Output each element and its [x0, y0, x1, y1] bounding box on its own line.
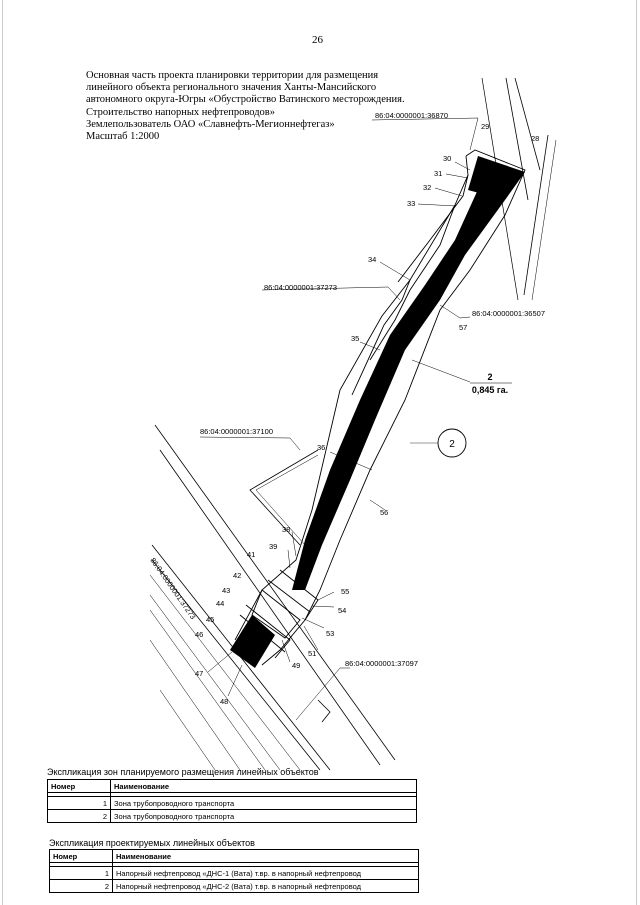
point-label: 28: [531, 134, 539, 143]
point-label: 34: [368, 255, 376, 264]
pipeline-corridor: [230, 156, 525, 668]
page-number: 26: [312, 34, 323, 46]
point-label: 54: [338, 606, 346, 615]
point-label: 53: [326, 629, 334, 638]
point-label: 35: [351, 334, 359, 343]
point-label: 33: [407, 199, 415, 208]
parcel-label: 86:04:0000001:37273: [264, 283, 337, 292]
point-label: 43: [222, 586, 230, 595]
point-label: 57: [459, 323, 467, 332]
point-label: 46: [195, 630, 203, 639]
parcel-label: 86:04:0000001:37100: [200, 427, 273, 436]
point-label: 41: [247, 550, 255, 559]
parcel-label-rotated: 86:04:0000001:37273: [148, 556, 197, 621]
table-row: 1 Напорный нефтепровод «ДНС-1 (Вата) т.в…: [49, 866, 419, 880]
point-label: 47: [195, 669, 203, 678]
row-name: Зона трубопроводного транспорта: [110, 809, 417, 823]
row-name: Напорный нефтепровод «ДНС-2 (Вата) т.вр.…: [112, 879, 419, 893]
table-row: 2 Зона трубопроводного транспорта: [47, 809, 417, 823]
point-labels: 28 29 30 31 32 33 34 35 36 37 38 39 41 4…: [195, 122, 539, 706]
table-row: 1 Зона трубопроводного транспорта: [47, 796, 417, 810]
point-label: 37: [317, 509, 325, 518]
table-header-row: Номер Наименование: [49, 849, 419, 863]
point-label: 45: [206, 615, 214, 624]
parcel-label: 86:04:0000001:37097: [345, 659, 418, 668]
table1: Номер Наименование 1 Зона трубопроводног…: [47, 779, 417, 823]
background-lines: [149, 77, 557, 771]
zone-boundaries: [234, 149, 526, 666]
point-label: 38: [282, 525, 290, 534]
zone-area: 0,845 га.: [472, 385, 508, 395]
header-line: линейного объекта регионального значения…: [86, 82, 377, 94]
header-line: Основная часть проекта планировки террит…: [86, 70, 379, 81]
zone-number: 2: [487, 372, 492, 382]
table-header-row: Номер Наименование: [47, 779, 417, 793]
point-label: 56: [380, 508, 388, 517]
row-name: Напорный нефтепровод «ДНС-1 (Вата) т.вр.…: [112, 866, 419, 880]
leader-lines: [199, 117, 479, 721]
table2-title: Экспликация проектируемых линейных объек…: [49, 838, 255, 848]
point-label: 31: [434, 169, 442, 178]
row-number: 1: [49, 866, 113, 880]
header-line: автономного округа-Югры «Обустройство Ва…: [86, 94, 405, 106]
point-label: 48: [220, 697, 228, 706]
parcel-label: 86:04:0000001:36507: [472, 309, 545, 318]
point-label: 42: [233, 571, 241, 580]
header-line: Строительство напорных нефтепроводов»: [86, 106, 276, 118]
page-edge-right: [636, 0, 637, 905]
header-line: Землепользователь ОАО «Славнефть-Мегионн…: [86, 118, 335, 130]
row-number: 2: [47, 809, 111, 823]
document-header: Основная часть проекта планировки террит…: [86, 70, 426, 143]
row-name: Зона трубопроводного транспорта: [110, 796, 417, 810]
column-header-number: Номер: [47, 779, 111, 793]
row-number: 2: [49, 879, 113, 893]
table-row: 2 Напорный нефтепровод «ДНС-2 (Вата) т.в…: [49, 879, 419, 893]
column-header-name: Наименование: [112, 849, 419, 863]
point-label: 39: [269, 542, 277, 551]
point-label: 32: [423, 183, 431, 192]
page-edge-left: [2, 0, 3, 905]
point-label: 30: [443, 154, 451, 163]
point-label: 44: [216, 599, 224, 608]
parcel-label: 86:04:0000001:36870: [375, 111, 448, 120]
header-line: Масштаб 1:2000: [86, 131, 160, 143]
column-header-name: Наименование: [110, 779, 417, 793]
table1-title: Экспликация зон планируемого размещения …: [47, 767, 319, 777]
point-label: 29: [481, 122, 489, 131]
row-number: 1: [47, 796, 111, 810]
column-header-number: Номер: [49, 849, 113, 863]
point-label: 51: [308, 649, 316, 658]
point-label: 49: [292, 661, 300, 670]
point-label: 36: [317, 443, 325, 452]
table2: Номер Наименование 1 Напорный нефтепрово…: [49, 849, 419, 893]
point-label: 55: [341, 587, 349, 596]
circle-label: 2: [449, 439, 455, 450]
